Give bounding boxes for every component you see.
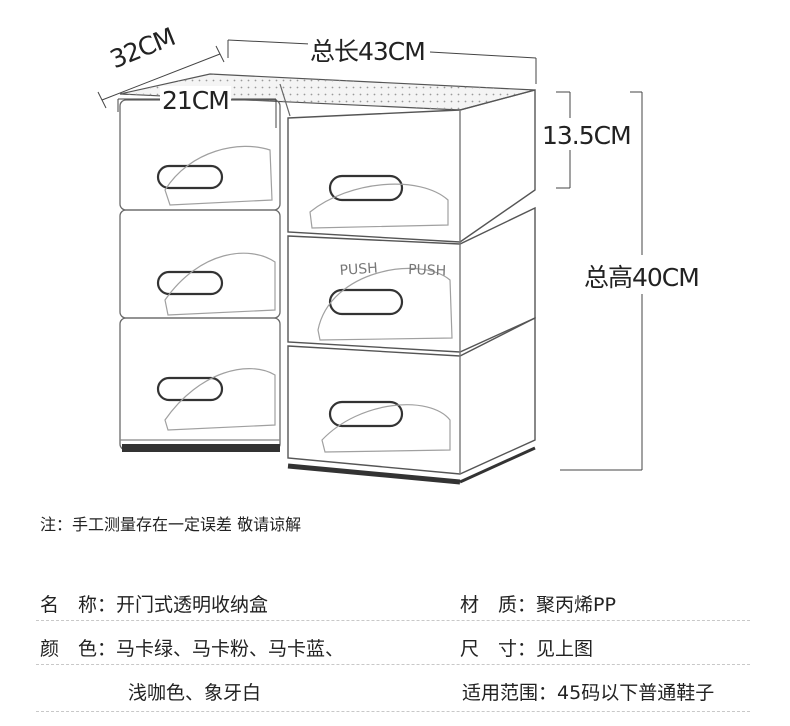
- measurement-note: 注：手工测量存在一定误差 敬请谅解: [40, 515, 302, 534]
- spec-row-name-material: 名 称：开门式透明收纳盒 材 质：聚丙烯PP: [36, 578, 750, 624]
- material-value: 聚丙烯PP: [536, 594, 616, 616]
- color-value-line-1: 马卡绿、马卡粉、马卡蓝、: [116, 638, 345, 660]
- box-height-label: 13.5CM: [540, 121, 633, 150]
- name-value: 开门式透明收纳盒: [116, 594, 269, 616]
- size-value: 见上图: [536, 638, 594, 660]
- name-label: 名 称：: [40, 594, 117, 616]
- color-label: 颜 色：: [40, 638, 117, 660]
- color-value-line-2: 浅咖色、象牙白: [128, 682, 262, 704]
- fit-label: 适用范围：: [462, 682, 558, 704]
- left-column: [119, 99, 281, 452]
- spec-row-color-size: 颜 色：马卡绿、马卡粉、马卡蓝、 尺 寸：见上图: [36, 622, 750, 668]
- size-label: 尺 寸：: [460, 638, 537, 660]
- inner-width-label: 21CM: [160, 86, 231, 115]
- shoe-print-2: PUSH: [408, 262, 447, 279]
- right-column: [287, 89, 536, 485]
- spec-divider: [36, 664, 750, 665]
- box-handles: [156, 164, 404, 428]
- total-length-label: 总长43CM: [308, 32, 427, 68]
- spec-divider: [36, 620, 750, 621]
- spec-divider: [36, 711, 750, 712]
- fit-value: 45码以下普通鞋子: [557, 682, 715, 704]
- shoe-sketches: [164, 145, 453, 453]
- dimension-lines: [97, 39, 643, 471]
- material-label: 材 质：: [460, 594, 537, 616]
- spec-row-color-fit: 浅咖色、象牙白 适用范围：45码以下普通鞋子: [36, 666, 750, 712]
- product-illustration: PUSH PUSH: [97, 39, 643, 485]
- total-height-label: 总高40CM: [582, 258, 701, 294]
- shoe-print-1: PUSH: [339, 260, 378, 279]
